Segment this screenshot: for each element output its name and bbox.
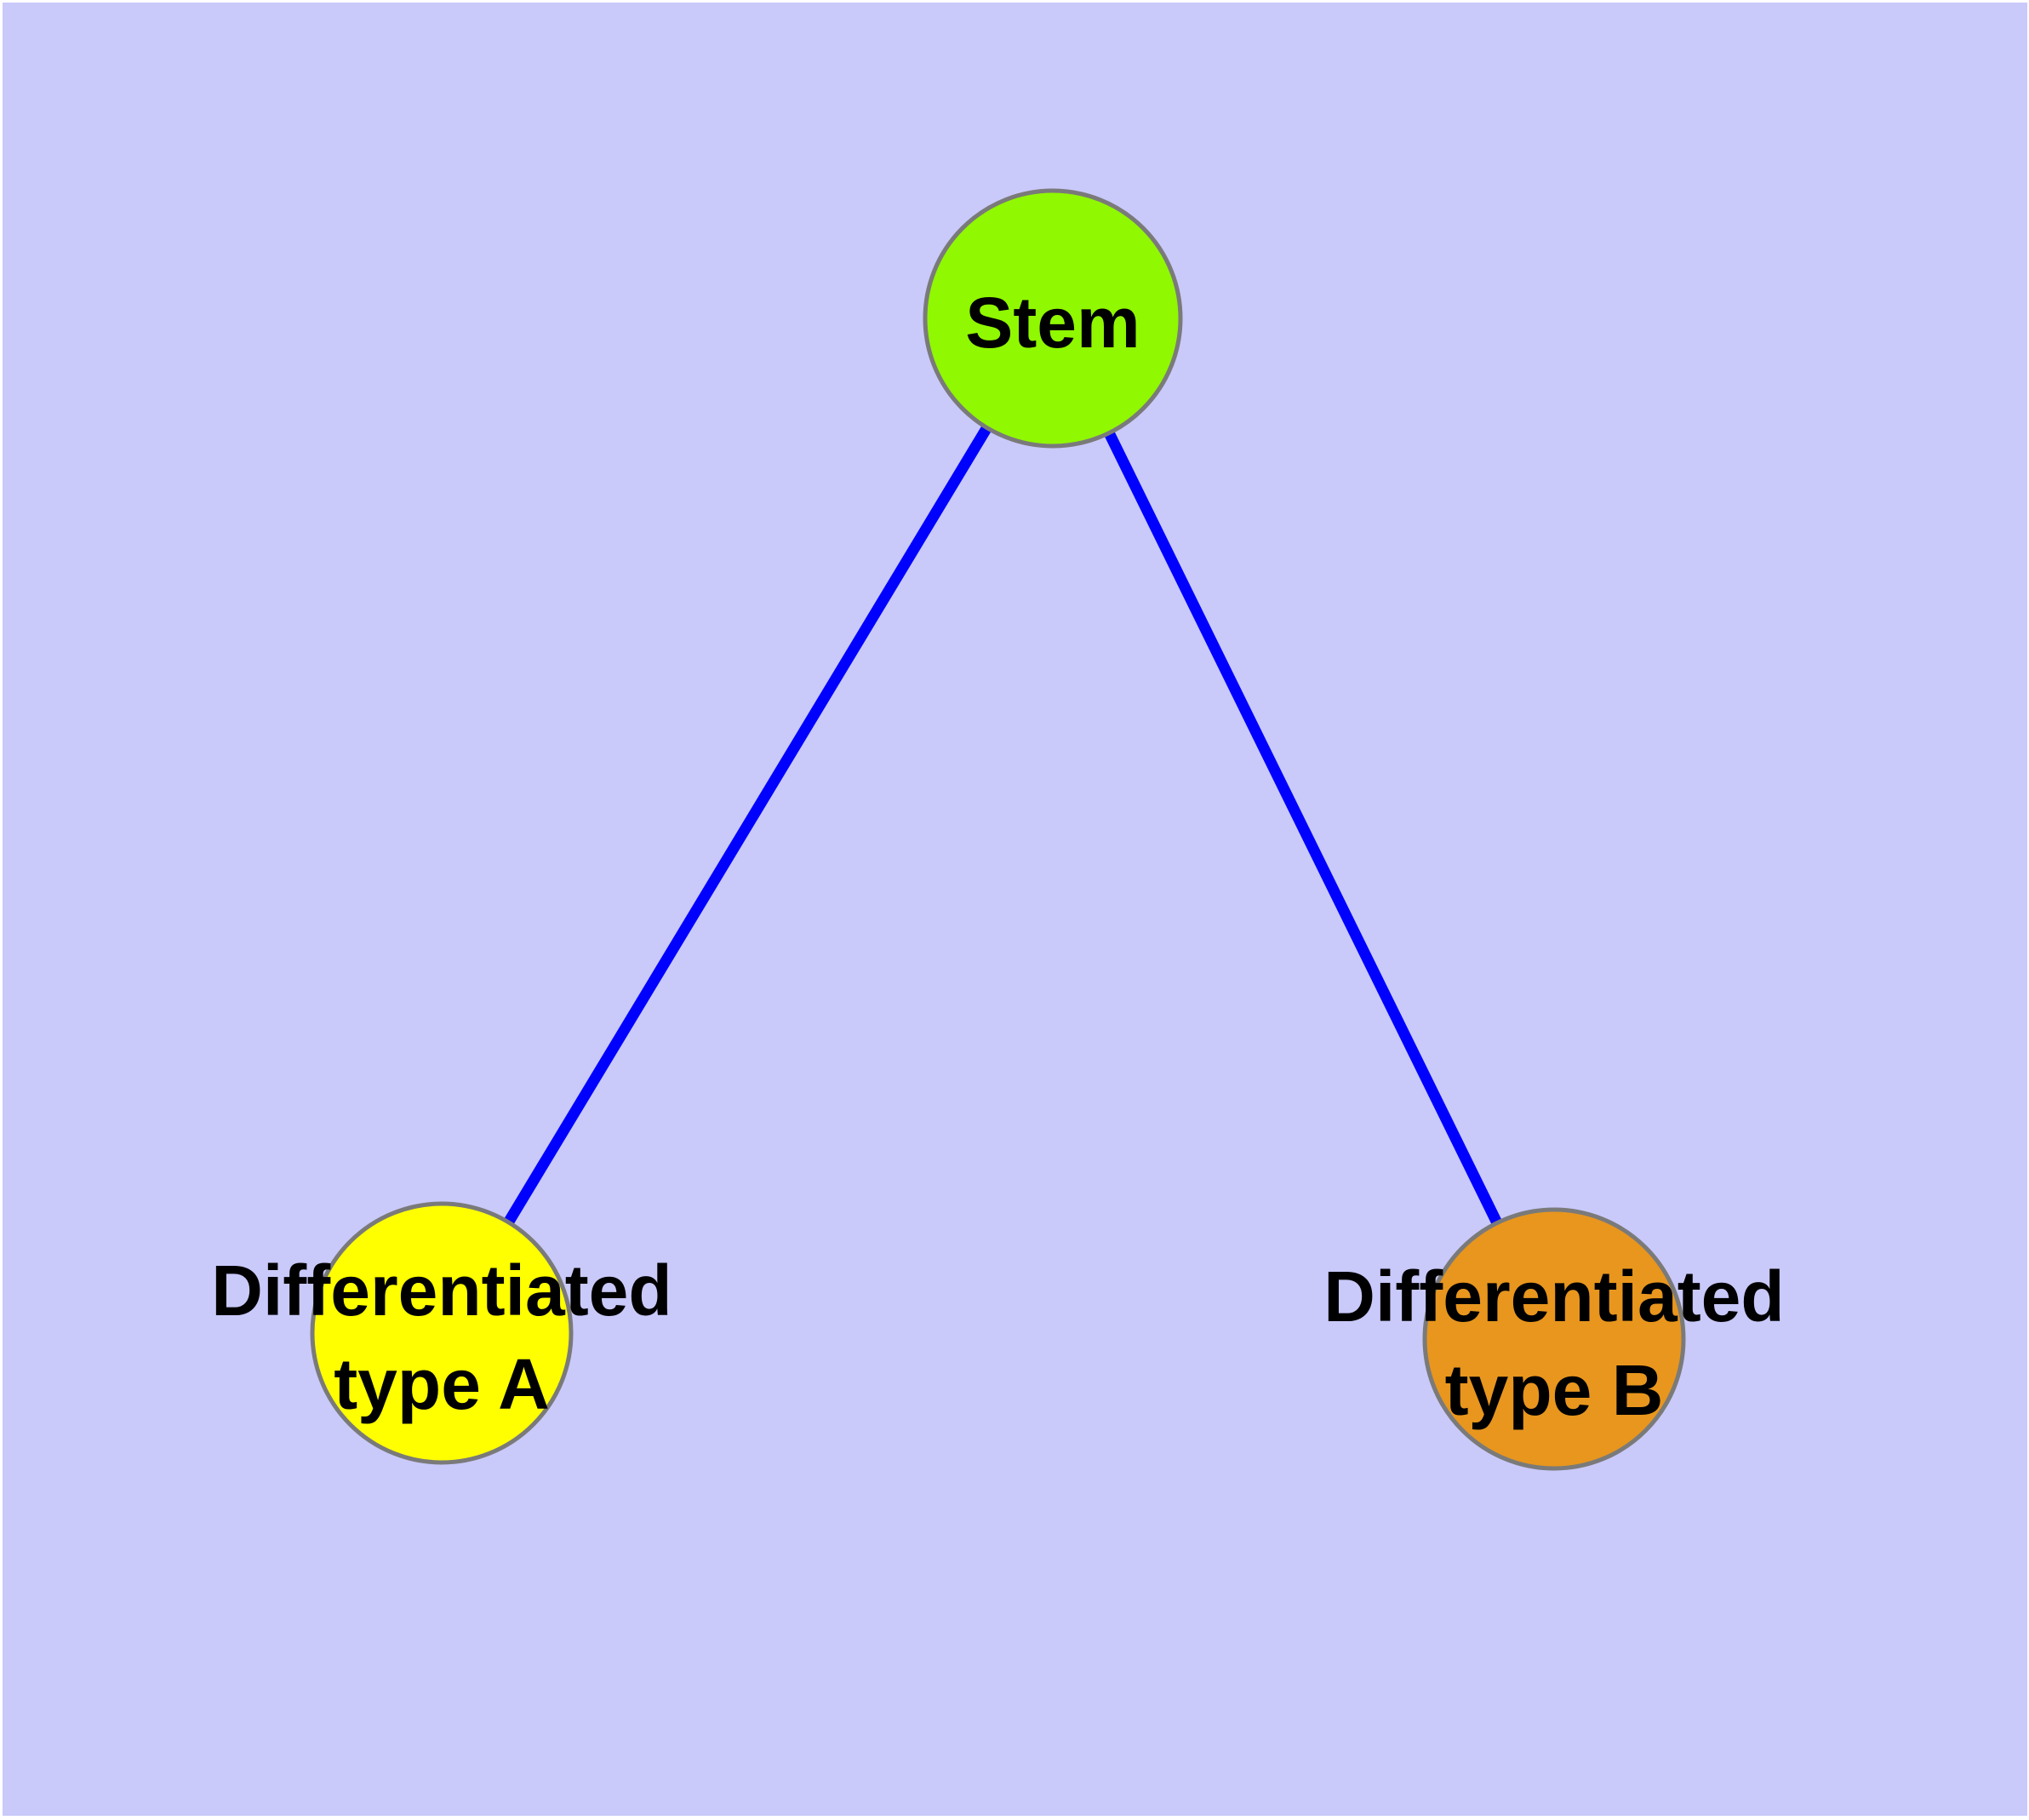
node-label-line: Stem (965, 283, 1140, 363)
node-label-line: Differentiated (1323, 1256, 1784, 1336)
node-label-line: type B (1445, 1350, 1664, 1430)
node-stem (923, 188, 1183, 449)
node-differentiated-type-a (310, 1201, 574, 1465)
node-label-line: Differentiated (211, 1251, 672, 1331)
edge-stem-to-differentiated-type-a (437, 315, 1058, 1336)
node-label-line: type A (334, 1344, 550, 1424)
node-label-stem: Stem (965, 283, 1140, 363)
edge-stem-to-differentiated-type-b (1048, 316, 1559, 1342)
node-label-differentiated-type-a: Differentiated type A (211, 1251, 672, 1424)
node-label-differentiated-type-b: Differentiated type B (1323, 1256, 1784, 1430)
node-differentiated-type-b (1422, 1207, 1686, 1471)
